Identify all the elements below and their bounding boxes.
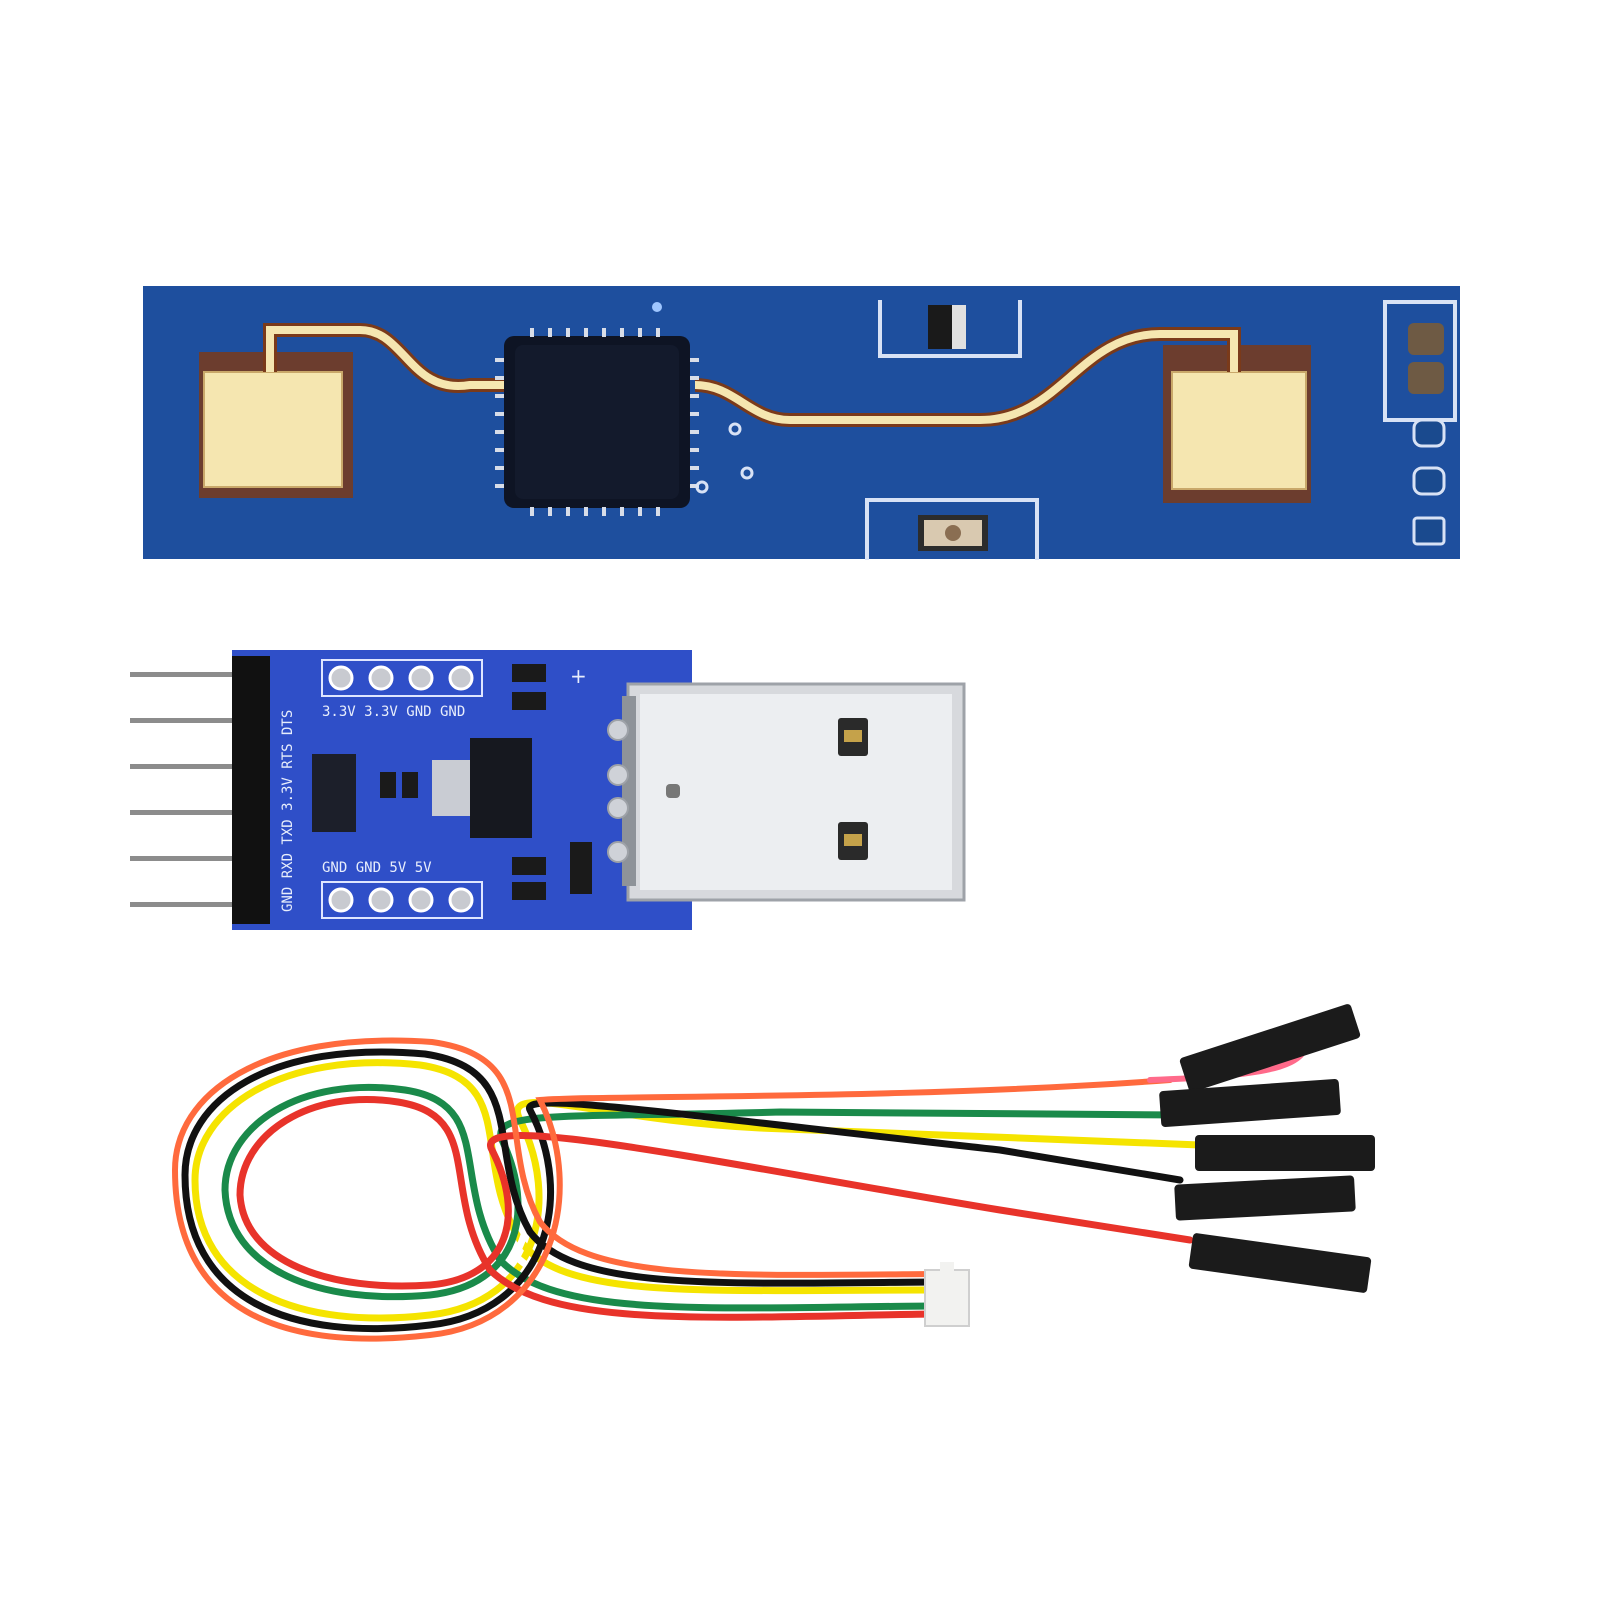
- dupont-connectors: [1159, 1004, 1375, 1293]
- crystal-component: [432, 760, 470, 816]
- right-antenna-patch: [694, 327, 1311, 503]
- fiducial: [652, 302, 662, 312]
- silk-side-label: GND RXD TXD 3.3V RTS DTS: [280, 710, 296, 912]
- jumper-cable: [171, 1004, 1375, 1342]
- plus-marker: +: [570, 664, 587, 688]
- top-smd-component: [878, 300, 1022, 358]
- silk-bottom-label: GND GND 5V 5V: [322, 860, 432, 876]
- top-pads: [321, 659, 483, 697]
- usb-serial-ic: [312, 754, 356, 832]
- header-pins: [130, 672, 240, 907]
- usb-ttl-adapter: GND RXD TXD 3.3V RTS DTS 3.3V 3.3V GND G…: [130, 650, 966, 930]
- silk-top-label: 3.3V 3.3V GND GND: [322, 704, 465, 720]
- pin-header-block: [232, 656, 270, 924]
- jst-connector-icon: [924, 1262, 970, 1327]
- smd-parts: [380, 664, 592, 900]
- voltage-regulator: [470, 738, 532, 838]
- radar-sensor-board: [143, 286, 1460, 560]
- vias: [695, 422, 754, 494]
- ic-chip-icon: [495, 328, 699, 516]
- bottom-pads: [321, 881, 483, 919]
- left-antenna-patch: [199, 323, 505, 498]
- usb-a-plug-icon: [622, 682, 966, 902]
- usb-solder-tabs: [607, 719, 629, 863]
- bottom-sensor-component: [865, 498, 1039, 560]
- right-connector-pads: [1383, 300, 1457, 546]
